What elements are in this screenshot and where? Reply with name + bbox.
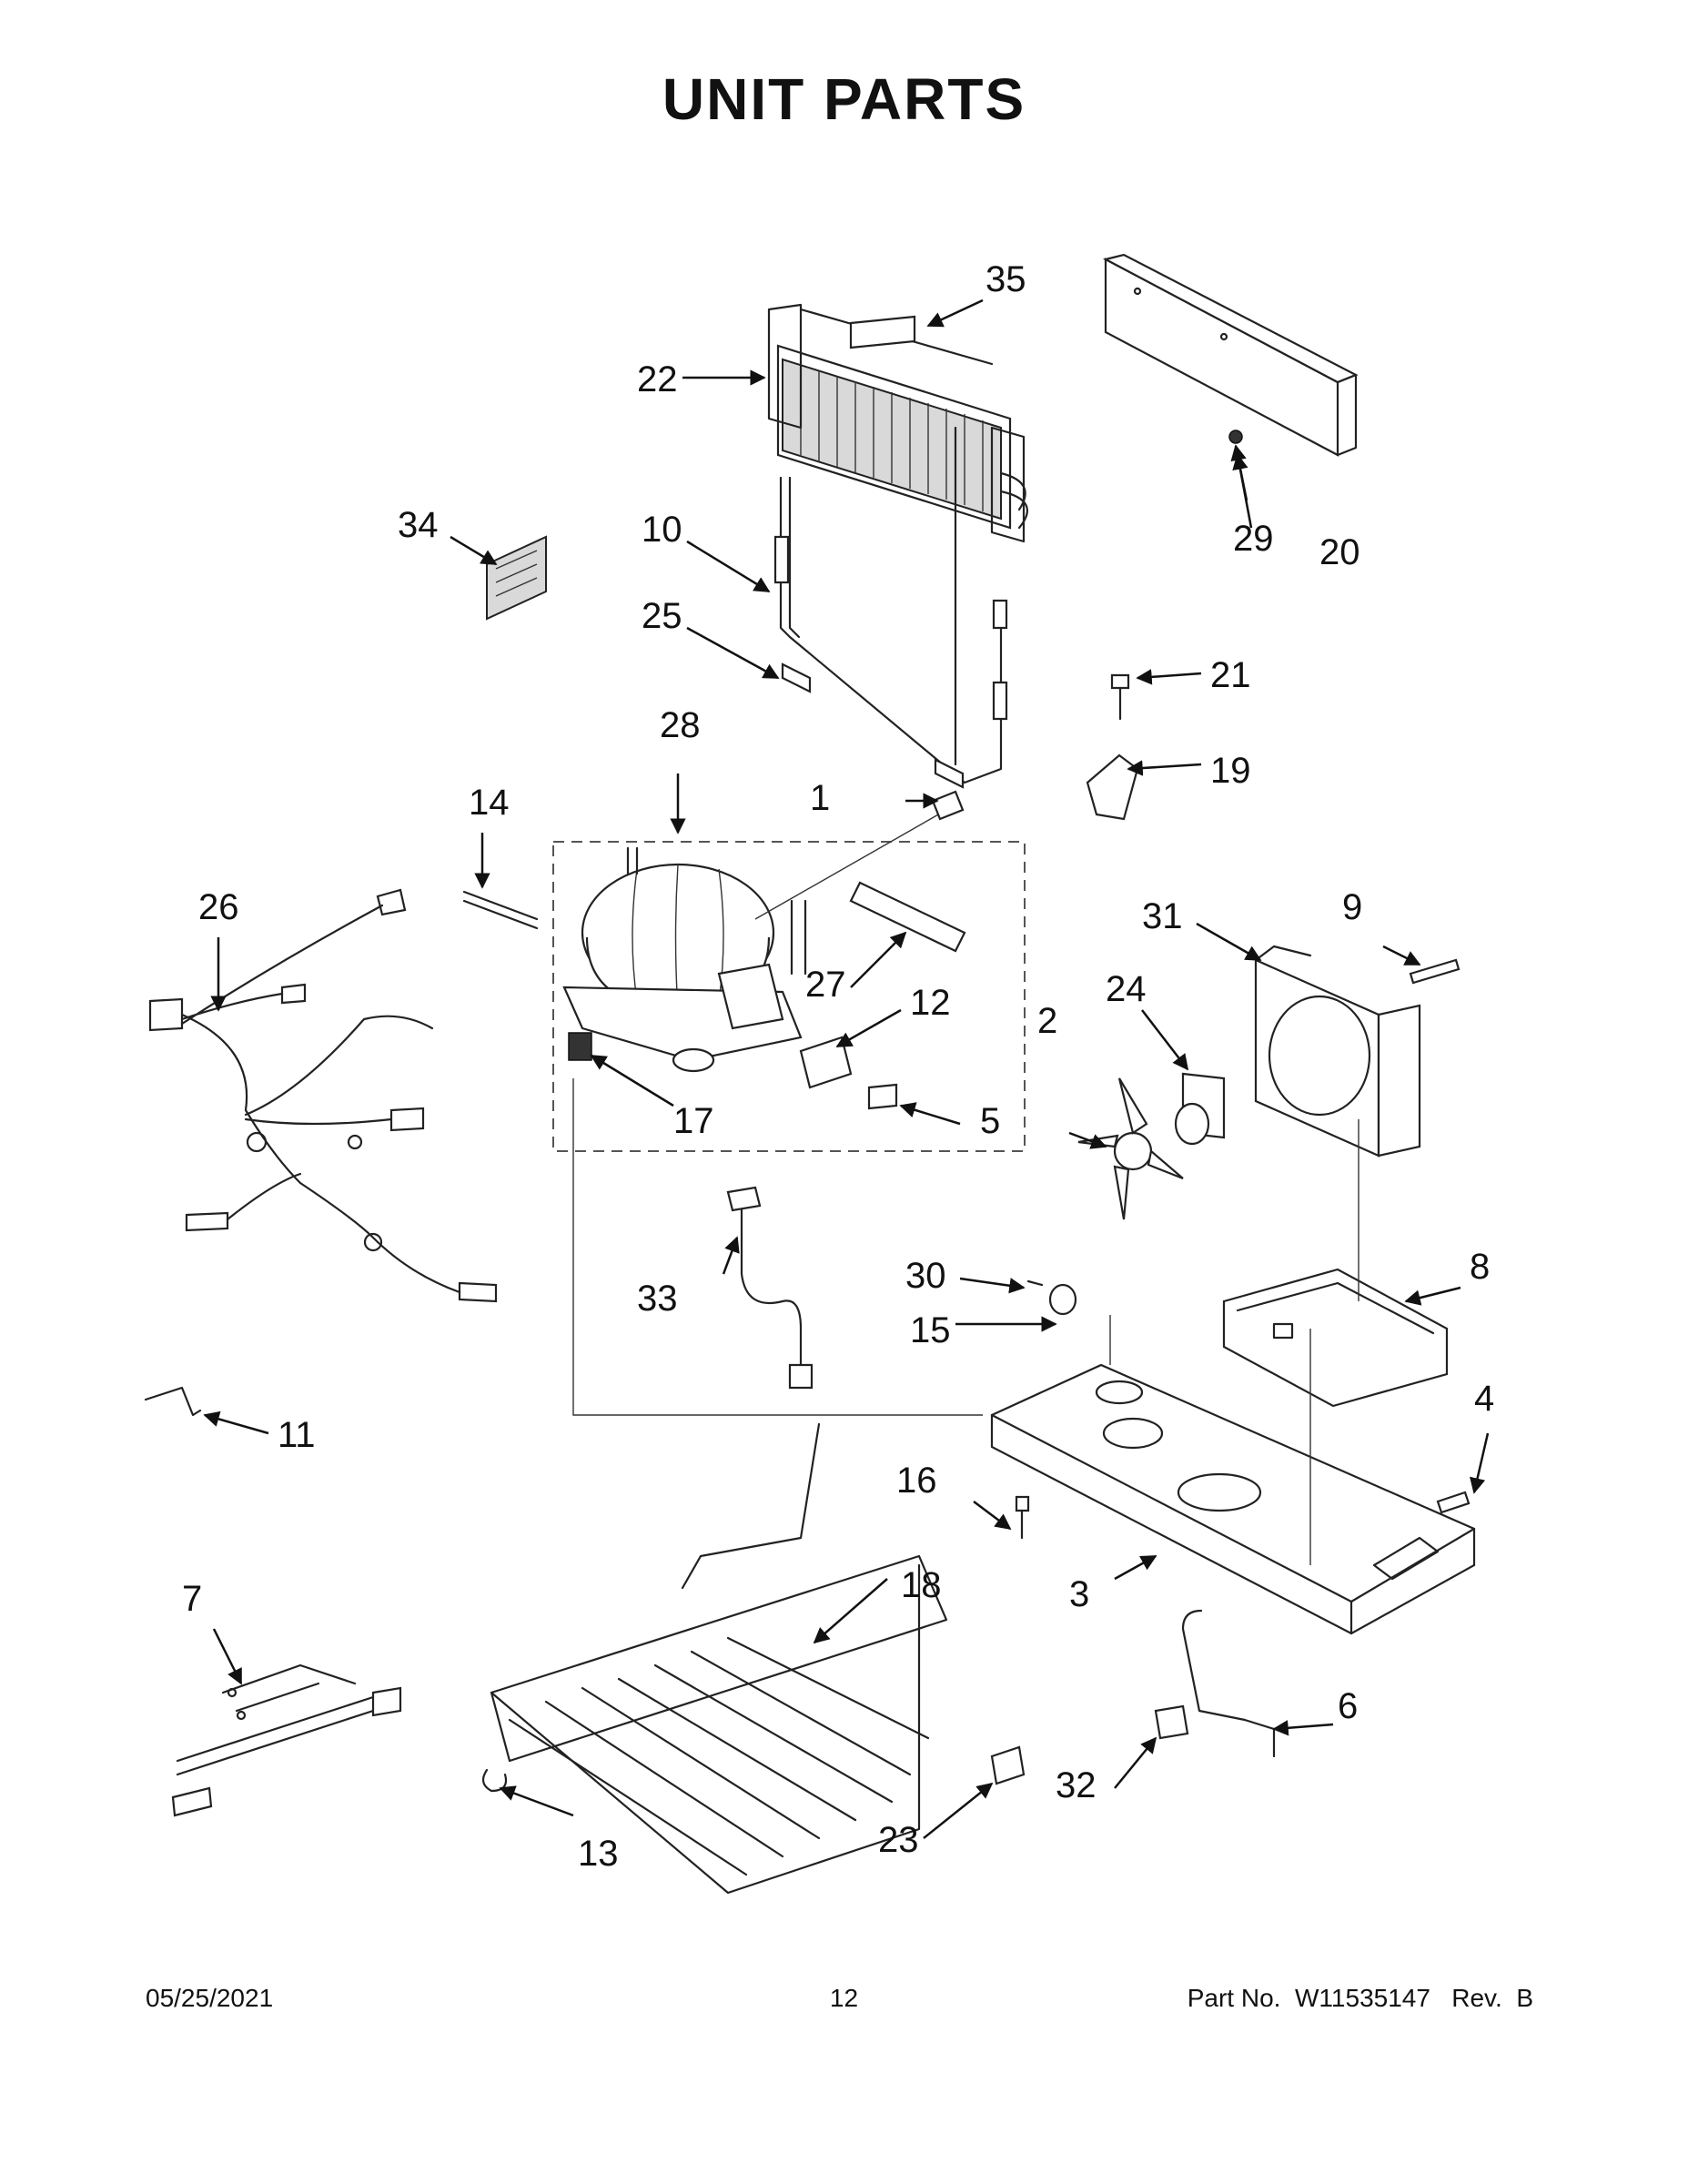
evaporator-part <box>490 1422 948 1895</box>
callout-2: 2 <box>1037 1001 1057 1041</box>
callout-21: 21 <box>1210 655 1251 695</box>
page-title: UNIT PARTS <box>662 66 1026 132</box>
callout-33: 33 <box>637 1279 678 1319</box>
callout-30: 30 <box>905 1256 946 1296</box>
relay-part <box>799 1036 853 1089</box>
callout-3: 3 <box>1069 1574 1089 1614</box>
grommet-15-part <box>1048 1283 1077 1316</box>
connector-line <box>754 809 947 920</box>
compressor-part <box>562 846 807 1073</box>
overload-part <box>867 1083 898 1110</box>
pad-part <box>849 315 916 349</box>
fan-motor-part <box>1174 1072 1226 1146</box>
fan-shroud-part <box>1254 945 1421 1158</box>
callout-5: 5 <box>980 1101 1000 1141</box>
callout-28: 28 <box>660 705 701 745</box>
fitting-part <box>931 790 965 821</box>
screw-part <box>1228 430 1243 444</box>
callout-16: 16 <box>896 1461 937 1501</box>
screw-4-part <box>1436 1491 1471 1514</box>
tray-part <box>1222 1268 1449 1408</box>
wire-harness-part <box>148 888 498 1303</box>
clip-13-part <box>481 1768 508 1793</box>
callout-1: 1 <box>810 778 830 818</box>
callout-13: 13 <box>578 1834 619 1874</box>
control-board-part <box>486 535 547 621</box>
compressor-assembly-outline <box>552 841 1026 1152</box>
callout-4: 4 <box>1474 1379 1494 1419</box>
tubing-part <box>773 426 1008 789</box>
callout-17: 17 <box>673 1101 714 1141</box>
callout-24: 24 <box>1106 969 1147 1009</box>
callout-8: 8 <box>1470 1247 1490 1287</box>
callout-arrows <box>203 298 1490 1839</box>
callout-12: 12 <box>910 983 951 1023</box>
callout-10: 10 <box>642 510 682 550</box>
callout-27: 27 <box>805 965 846 1005</box>
screw-16-part <box>1015 1495 1030 1540</box>
base-pan-part <box>990 1363 1476 1635</box>
condenser-part <box>767 303 1028 543</box>
alignment-lines <box>572 1078 1359 1565</box>
grommet-part <box>568 1032 592 1061</box>
cover-part <box>1102 253 1359 457</box>
footer-page-number: 12 <box>829 1984 859 2012</box>
plug-part <box>1154 1704 1189 1740</box>
callout-31: 31 <box>1142 896 1183 936</box>
callout-34: 34 <box>398 505 439 545</box>
thermostat-part <box>990 1745 1026 1785</box>
footer-date: 05/25/2021 <box>146 1984 274 2012</box>
callout-11: 11 <box>278 1415 316 1455</box>
callout-labels: 1 2 3 4 5 6 7 8 9 10 11 12 13 14 15 16 1… <box>182 259 1494 1874</box>
footer-part-number: Part No. W11535147 Rev. B <box>1187 1984 1533 2012</box>
callout-22: 22 <box>637 359 678 399</box>
callout-18: 18 <box>901 1565 942 1605</box>
screw-9-part <box>1409 958 1461 985</box>
callout-7: 7 <box>182 1579 202 1619</box>
callout-29: 29 <box>1233 519 1274 559</box>
callout-15: 15 <box>910 1310 951 1350</box>
callout-14: 14 <box>469 783 510 823</box>
callout-19: 19 <box>1210 751 1251 791</box>
callout-32: 32 <box>1056 1765 1097 1805</box>
wire-harness-7-part <box>171 1663 402 1817</box>
callout-35: 35 <box>986 259 1026 299</box>
strap-part <box>462 890 539 930</box>
callout-26: 26 <box>198 887 239 927</box>
clip-part <box>144 1386 202 1417</box>
bracket-part <box>1086 673 1139 821</box>
fan-blade-part <box>1077 1077 1184 1220</box>
callout-6: 6 <box>1338 1686 1358 1726</box>
callout-20: 20 <box>1319 532 1360 572</box>
pin-part <box>1026 1279 1044 1287</box>
callout-23: 23 <box>878 1820 919 1860</box>
drier-part <box>849 881 966 953</box>
callout-9: 9 <box>1342 887 1362 927</box>
tube-6-part <box>1181 1609 1276 1758</box>
drain-tube-part <box>726 1186 814 1390</box>
callout-25: 25 <box>642 596 682 636</box>
